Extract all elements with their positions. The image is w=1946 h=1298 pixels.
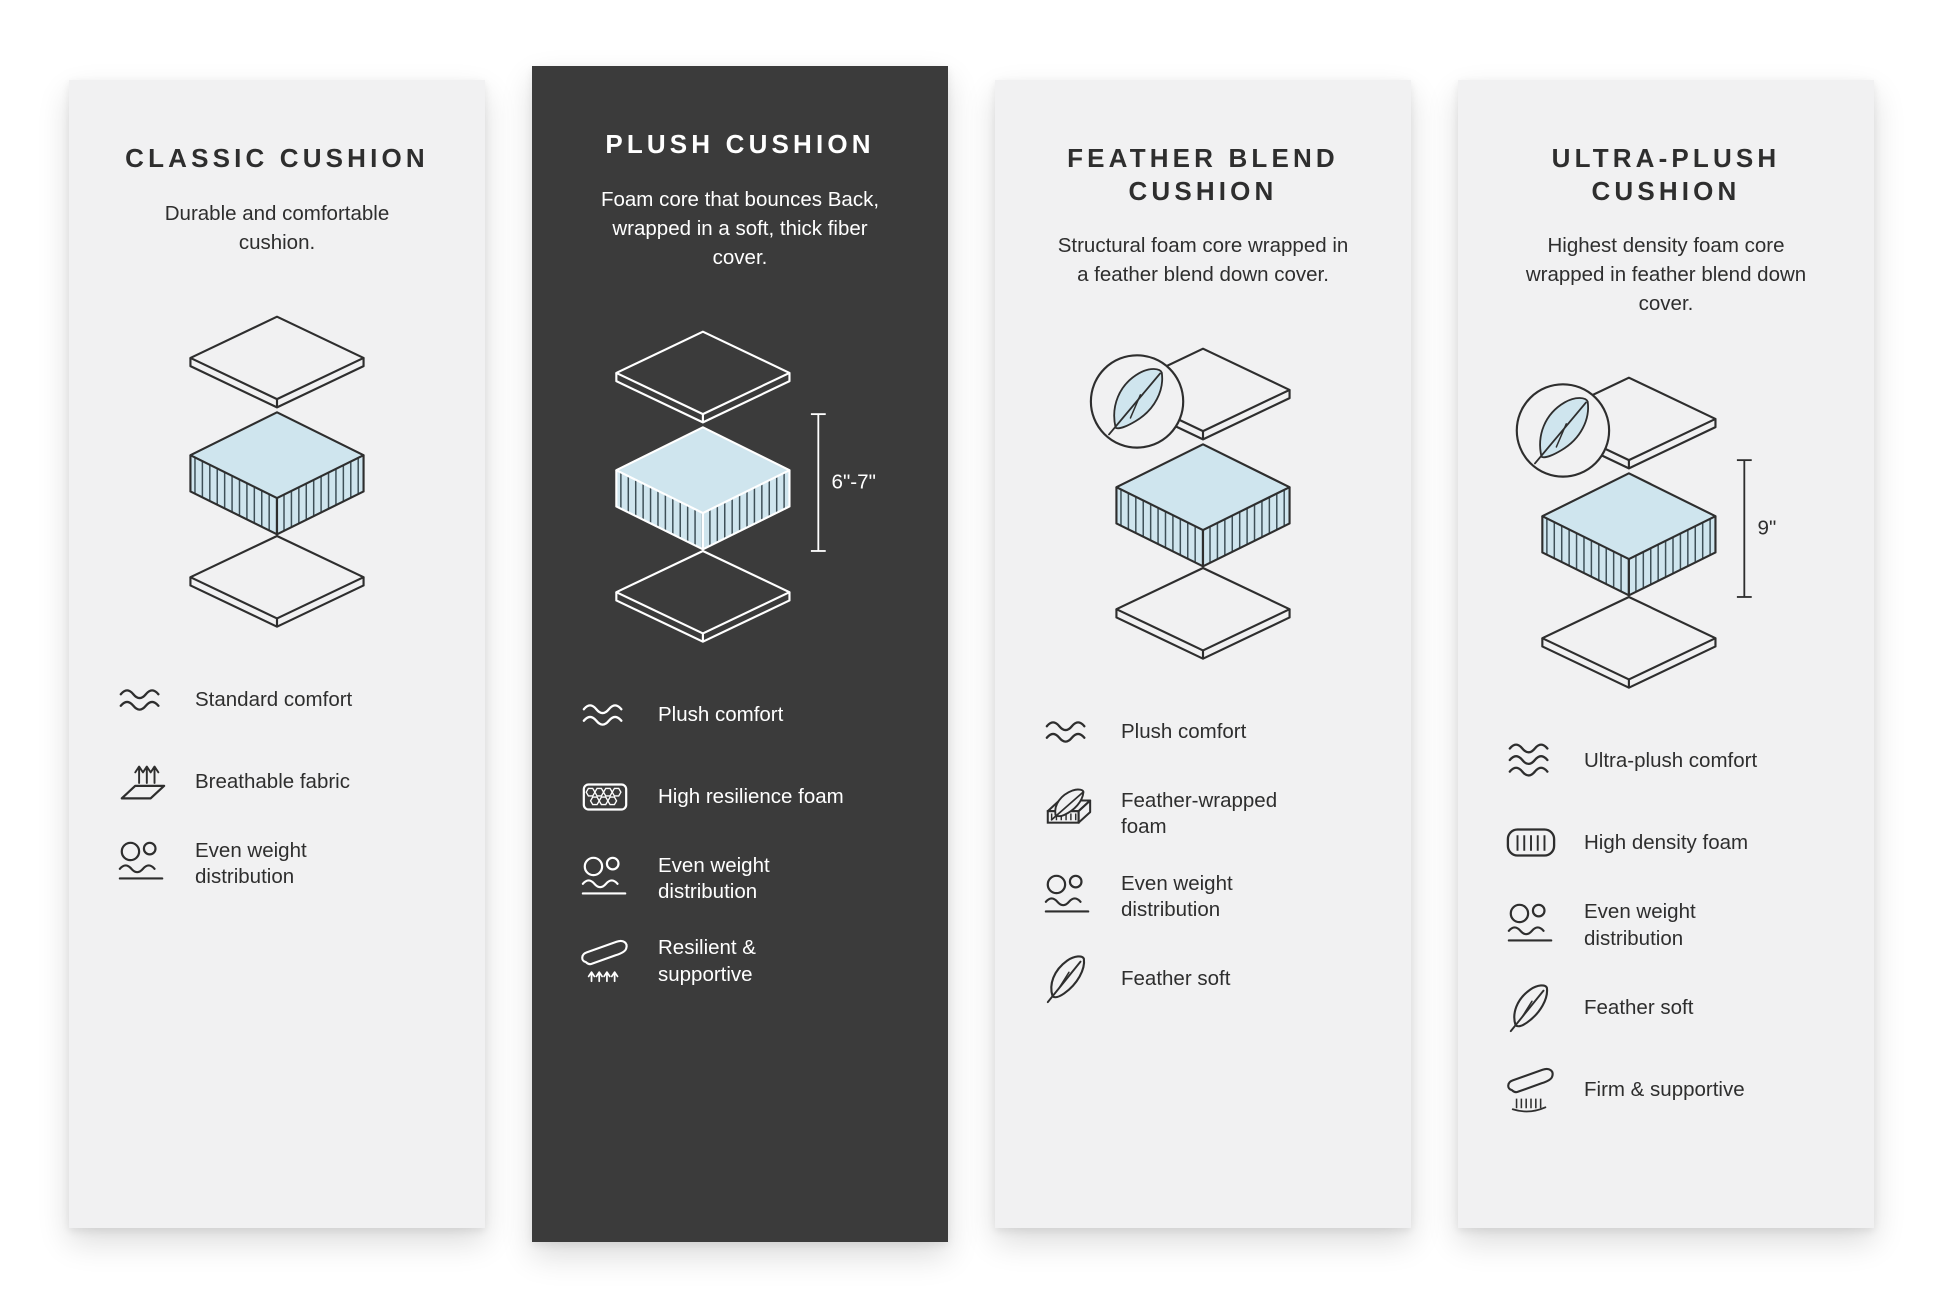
wave-icon	[576, 689, 634, 741]
feature-label: Standard comfort	[195, 687, 353, 711]
feather-wrapped-foam-icon	[1039, 788, 1097, 840]
wave-icon	[1039, 706, 1097, 758]
feature-row: Even weight distribution	[1502, 899, 1836, 951]
feature-list: Ultra-plush comfort High density foam Ev…	[1496, 735, 1836, 1115]
feature-row: Resilient & supportive	[576, 935, 910, 987]
wave-icon	[1502, 735, 1560, 787]
feature-label: Resilient & supportive	[658, 936, 756, 986]
weight-distribution-icon	[576, 853, 634, 905]
feature-label: Plush comfort	[658, 702, 784, 726]
card-ultra-plush-cushion: ULTRA-PLUSH CUSHION Highest density foam…	[1458, 80, 1874, 1228]
card-title: ULTRA-PLUSH CUSHION	[1551, 143, 1781, 206]
feature-label: Even weight distribution	[1584, 900, 1696, 950]
high-density-foam-icon	[1502, 817, 1560, 869]
card-description: Highest density foam core wrapped in fea…	[1525, 234, 1807, 316]
feature-row: Even weight distribution	[113, 838, 447, 890]
feature-list: Standard comfort Breathable fabric Even …	[107, 674, 447, 890]
feature-row: High resilience foam	[576, 771, 910, 823]
feature-row: Even weight distribution	[576, 853, 910, 905]
feature-row: Ultra-plush comfort	[1502, 735, 1836, 787]
card-description: Structural foam core wrapped in a feathe…	[1057, 234, 1349, 287]
card-feather-blend-cushion: FEATHER BLEND CUSHION Structural foam co…	[995, 80, 1411, 1228]
cushion-comparison: CLASSIC CUSHION Durable and comfortable …	[69, 66, 1874, 1242]
svg-text:6"-7": 6"-7"	[832, 470, 876, 493]
card-title: CLASSIC CUSHION	[125, 143, 429, 173]
feather-icon	[1502, 982, 1560, 1034]
feature-list: Plush comfort High resilience foam Even …	[570, 689, 910, 988]
feature-label: Ultra-plush comfort	[1584, 749, 1758, 773]
feature-row: Standard comfort	[113, 674, 447, 726]
feature-row: Plush comfort	[576, 689, 910, 741]
feature-row: Plush comfort	[1039, 706, 1373, 758]
cushion-layers-diagram	[107, 315, 447, 630]
feature-row: Even weight distribution	[1039, 871, 1373, 923]
feature-label: Even weight distribution	[658, 853, 770, 904]
feature-label: High resilience foam	[658, 784, 844, 808]
honeycomb-foam-icon	[576, 771, 634, 823]
feature-row: Feather soft	[1039, 953, 1373, 1005]
weight-distribution-icon	[1039, 871, 1097, 923]
weight-distribution-icon	[1502, 900, 1560, 952]
card-description: Durable and comfortable cushion.	[164, 201, 390, 254]
feature-row: High density foam	[1502, 817, 1836, 869]
feature-row: Feather soft	[1502, 982, 1836, 1034]
feature-label: Feather soft	[1584, 995, 1694, 1019]
feature-label: Even weight distribution	[195, 838, 307, 888]
feather-icon	[1039, 953, 1097, 1005]
wave-icon	[113, 674, 171, 726]
feature-label: Even weight distribution	[1121, 871, 1233, 921]
cushion-layers-diagram: 9"	[1496, 376, 1836, 691]
card-description: Foam core that bounces Back, wrapped in …	[600, 187, 880, 269]
card-classic-cushion: CLASSIC CUSHION Durable and comfortable …	[69, 80, 485, 1228]
weight-distribution-icon	[113, 838, 171, 890]
cushion-layers-diagram	[1033, 347, 1373, 662]
feature-label: Breathable fabric	[195, 769, 350, 793]
cushion-layers-diagram: 6"-7"	[570, 330, 910, 645]
breathable-fabric-icon	[113, 756, 171, 808]
firm-support-icon	[1502, 1064, 1560, 1116]
feature-row: Firm & supportive	[1502, 1064, 1836, 1116]
feature-label: Feather soft	[1121, 967, 1231, 991]
feature-list: Plush comfort Feather-wrapped foam Even …	[1033, 706, 1373, 1005]
feature-label: Firm & supportive	[1584, 1077, 1745, 1101]
feature-label: High density foam	[1584, 831, 1749, 855]
card-title: FEATHER BLEND CUSHION	[1067, 143, 1339, 206]
feature-label: Feather-wrapped foam	[1121, 789, 1278, 839]
card-plush-cushion: PLUSH CUSHION Foam core that bounces Bac…	[532, 66, 948, 1242]
resilient-support-icon	[576, 936, 634, 988]
svg-text:9": 9"	[1758, 517, 1777, 540]
feature-row: Feather-wrapped foam	[1039, 788, 1373, 840]
feature-label: Plush comfort	[1121, 720, 1247, 744]
feature-row: Breathable fabric	[113, 756, 447, 808]
card-title: PLUSH CUSHION	[605, 129, 875, 159]
